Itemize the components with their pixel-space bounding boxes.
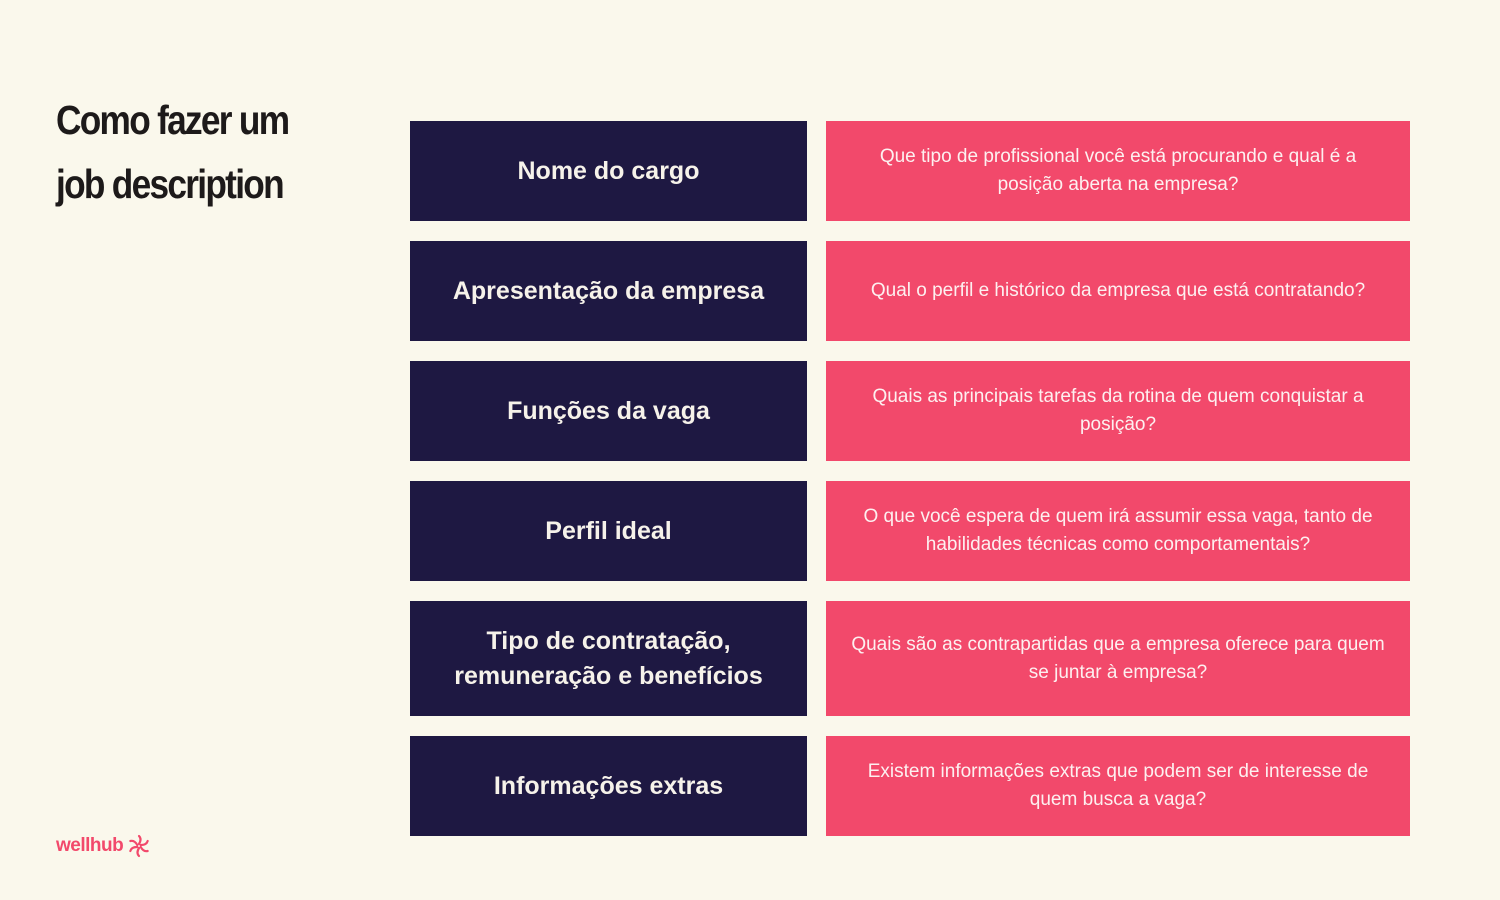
brand-logo: wellhub	[56, 834, 151, 858]
wellhub-flower-icon	[129, 834, 149, 858]
row-description: Existem informações extras que podem ser…	[826, 736, 1410, 836]
page-title: Como fazer um job description	[56, 88, 331, 216]
table-row-informacoes-extras: Informações extras Existem informações e…	[410, 736, 1410, 836]
row-heading: Nome do cargo	[410, 121, 807, 221]
row-description: Quais as principais tarefas da rotina de…	[826, 361, 1410, 461]
table-row-nome-do-cargo: Nome do cargo Que tipo de profissional v…	[410, 121, 1410, 221]
row-heading: Apresentação da empresa	[410, 241, 807, 341]
table-row-perfil-ideal: Perfil ideal O que você espera de quem i…	[410, 481, 1410, 581]
page-title-line-2: job description	[56, 161, 285, 207]
row-heading: Informações extras	[410, 736, 807, 836]
page-title-line-1: Como fazer um	[56, 97, 290, 143]
row-heading: Tipo de contratação, remuneração e benef…	[410, 601, 807, 716]
table-row-apresentacao-da-empresa: Apresentação da empresa Qual o perfil e …	[410, 241, 1410, 341]
brand-name: wellhub	[56, 835, 124, 856]
row-description: Que tipo de profissional você está procu…	[826, 121, 1410, 221]
row-heading: Perfil ideal	[410, 481, 807, 581]
table-row-tipo-de-contratacao: Tipo de contratação, remuneração e benef…	[410, 601, 1410, 716]
row-description: Qual o perfil e histórico da empresa que…	[826, 241, 1410, 341]
row-heading: Funções da vaga	[410, 361, 807, 461]
row-description: Quais são as contrapartidas que a empres…	[826, 601, 1410, 716]
table-row-funcoes-da-vaga: Funções da vaga Quais as principais tare…	[410, 361, 1410, 461]
row-description: O que você espera de quem irá assumir es…	[826, 481, 1410, 581]
